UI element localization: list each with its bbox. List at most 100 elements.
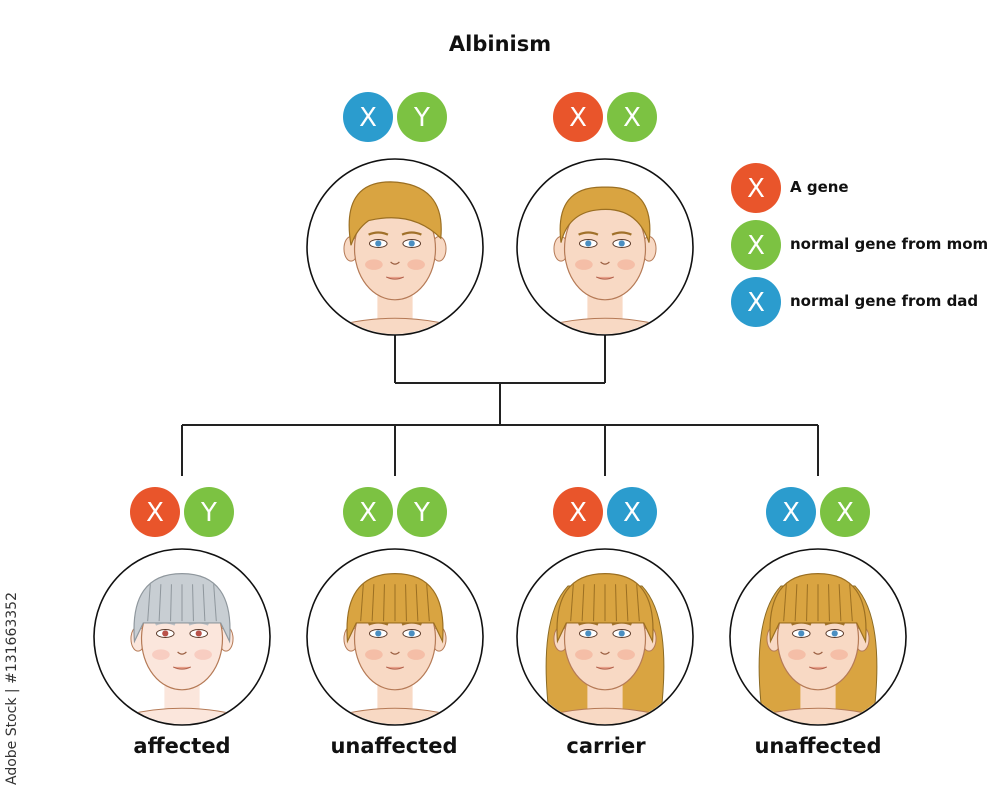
hair-strand xyxy=(615,584,617,622)
legend-badge-normal_mom-letter: X xyxy=(747,231,765,261)
left-iris xyxy=(375,240,382,247)
watermark-text: Adobe Stock | #131663352 xyxy=(4,592,20,785)
left-cheek xyxy=(575,259,593,270)
legend-badge-a_gene: X xyxy=(731,163,781,213)
left-iris xyxy=(585,630,592,637)
mother-chromosome-1: X xyxy=(607,92,657,142)
left-cheek xyxy=(575,649,593,660)
legend-badge-normal_dad: X xyxy=(731,277,781,327)
hair-strand xyxy=(415,584,419,622)
nose xyxy=(813,651,823,655)
shoulders xyxy=(731,707,905,724)
nose xyxy=(600,261,610,265)
mother-portrait-frame xyxy=(516,158,694,336)
nose xyxy=(177,651,187,655)
hair-strand xyxy=(405,584,407,622)
mother-chromosome-0-circle xyxy=(553,92,603,142)
son-affected-chromosome-1-letter: Y xyxy=(200,498,217,528)
legend-badge-a_gene-circle xyxy=(731,163,781,213)
child-unaffected-son-portrait-portrait xyxy=(308,573,482,724)
son-affected-chromosome-0: X xyxy=(130,487,180,537)
daughter-carrier-chromosome-0: X xyxy=(553,487,603,537)
legend-badge-normal_dad-circle xyxy=(731,277,781,327)
child-unaffected-daughter-portrait-portrait xyxy=(731,573,905,724)
legend-badge-a_gene-letter: X xyxy=(747,174,765,204)
son-affected-chromosome-1-circle xyxy=(184,487,234,537)
shoulders xyxy=(518,317,692,334)
right-iris xyxy=(408,630,415,637)
son-unaffected-chromosome-0-letter: X xyxy=(359,498,377,528)
left-iris xyxy=(798,630,805,637)
mouth xyxy=(385,666,405,670)
right-cheek xyxy=(194,649,212,660)
father-chromosome-1-circle xyxy=(397,92,447,142)
son-unaffected-chromosome-0-circle xyxy=(343,487,393,537)
child-carrier-portrait xyxy=(516,548,694,726)
child-unaffected-daughter-portrait xyxy=(729,548,907,726)
daughter-carrier-chromosome-0-circle xyxy=(553,487,603,537)
legend-label-normal-mom: normal gene from mom xyxy=(790,235,989,253)
child-carrier-portrait-portrait xyxy=(518,573,692,724)
son-unaffected-chromosome-0: X xyxy=(343,487,393,537)
father-chromosome-1-letter: Y xyxy=(413,103,430,133)
right-cheek xyxy=(830,649,848,660)
mouth xyxy=(595,666,615,670)
hair-strand xyxy=(383,584,385,622)
hair-strand xyxy=(158,584,162,622)
hair-strand xyxy=(213,584,217,622)
child-affected-portrait-portrait xyxy=(95,573,269,724)
child-affected-portrait-frame xyxy=(93,548,271,726)
hair-strand xyxy=(581,584,585,622)
right-cheek xyxy=(617,649,635,660)
mother-chromosome-0: X xyxy=(553,92,603,142)
son-affected-chromosome-1: Y xyxy=(184,487,234,537)
nose xyxy=(390,651,400,655)
mother-chromosome-1-letter: X xyxy=(623,103,641,133)
child-label-unaffected-daughter: unaffected xyxy=(754,734,882,758)
son-unaffected-chromosome-1-letter: Y xyxy=(413,498,430,528)
right-iris xyxy=(195,630,202,637)
shoulders xyxy=(308,707,482,724)
mother-portrait xyxy=(516,158,694,336)
hair xyxy=(559,186,651,243)
father-chromosome-0: X xyxy=(343,92,393,142)
right-cheek xyxy=(407,259,425,270)
father-portrait-portrait xyxy=(308,181,482,334)
daughter-carrier-chromosome-1: X xyxy=(607,487,657,537)
left-iris xyxy=(585,240,592,247)
left-brow xyxy=(578,231,599,236)
hair-strand xyxy=(838,584,842,622)
nose xyxy=(390,261,400,265)
hair xyxy=(348,181,442,246)
child-unaffected-son-portrait-frame xyxy=(306,548,484,726)
right-iris xyxy=(408,240,415,247)
left-cheek xyxy=(788,649,806,660)
left-cheek xyxy=(365,259,383,270)
daughter-unaffected-chromosome-0-circle xyxy=(766,487,816,537)
mouth xyxy=(808,666,828,670)
mouth xyxy=(172,666,192,670)
hair-strand xyxy=(371,584,375,622)
daughter-carrier-chromosome-1-circle xyxy=(607,487,657,537)
child-unaffected-son-portrait xyxy=(306,548,484,726)
hair-strand xyxy=(849,584,853,622)
hair-strand xyxy=(828,584,830,622)
left-cheek xyxy=(365,649,383,660)
child-label-affected: affected xyxy=(133,734,231,758)
hair-strand xyxy=(806,584,808,622)
right-iris xyxy=(618,630,625,637)
son-affected-chromosome-0-letter: X xyxy=(146,498,164,528)
father-chromosome-0-circle xyxy=(343,92,393,142)
legend-badge-normal_mom-circle xyxy=(731,220,781,270)
mouth xyxy=(595,276,615,280)
son-unaffected-chromosome-1-circle xyxy=(397,487,447,537)
hair-strand xyxy=(147,584,151,622)
stock-watermark: Adobe Stock | #131663352 xyxy=(4,565,26,785)
left-iris xyxy=(162,630,169,637)
hair-strand xyxy=(170,584,172,622)
daughter-unaffected-chromosome-1: X xyxy=(820,487,870,537)
child-carrier-portrait-frame xyxy=(516,548,694,726)
nose xyxy=(600,651,610,655)
shoulders xyxy=(518,707,692,724)
